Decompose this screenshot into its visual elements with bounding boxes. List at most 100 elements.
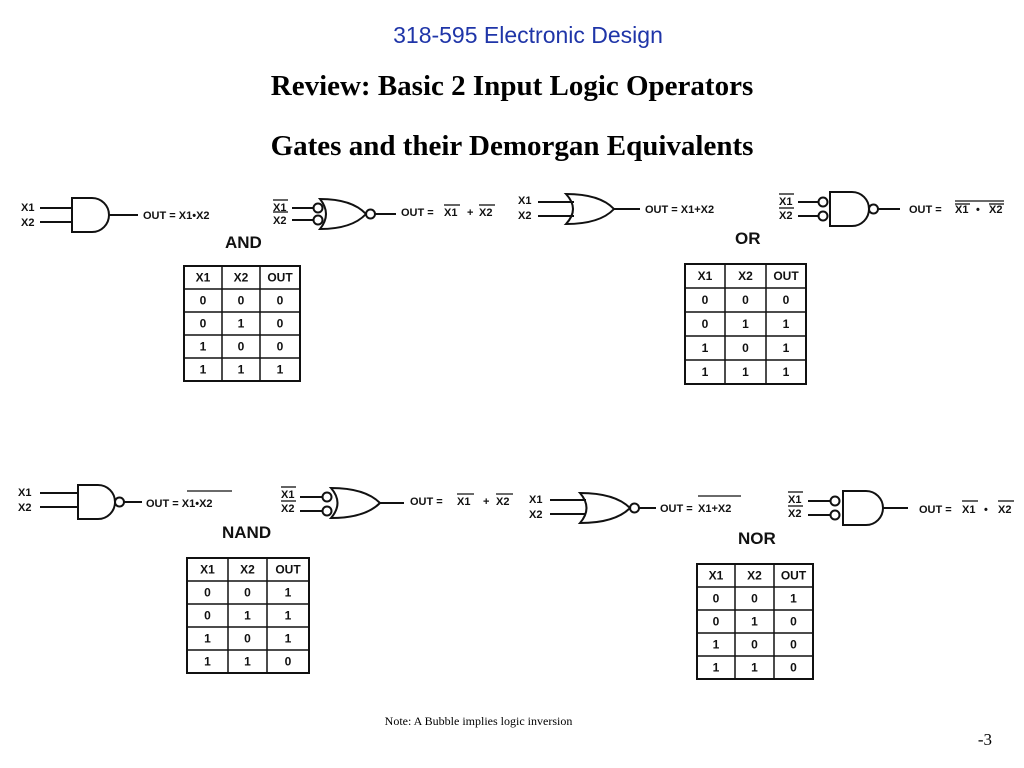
table-cell: 1 (200, 363, 207, 377)
table-cell: 0 (277, 340, 284, 354)
table-cell: 0 (742, 293, 749, 307)
nor-gate-symbol (550, 491, 656, 525)
or-equiv-expression: OUT = X1•X2 (909, 204, 1002, 216)
table-cell: 1 (702, 365, 709, 379)
table-cell: 1 (783, 365, 790, 379)
table-header-cell: X2 (738, 269, 753, 283)
nor-equiv-input-x1: X1 (788, 494, 801, 506)
table-cell: 1 (238, 317, 245, 331)
nor-equiv-input-x2: X2 (788, 508, 801, 520)
table-border (183, 265, 301, 382)
nand-equiv-expression: OUT = X1+X2 (410, 496, 509, 508)
nand-equiv-input-x2: X2 (281, 503, 294, 515)
nor-equivalent-and-gate (808, 490, 908, 526)
table-header-cell: X2 (747, 569, 762, 583)
table-cell: 1 (783, 317, 790, 331)
table-cell: 0 (285, 655, 292, 669)
table-cell: 0 (790, 615, 797, 629)
table-cell: 1 (751, 661, 758, 675)
table-cell: 1 (742, 365, 749, 379)
table-cell: 0 (238, 294, 245, 308)
table-cell: 0 (751, 638, 758, 652)
nand-gate-name: NAND (222, 523, 271, 542)
table-cell: 0 (790, 638, 797, 652)
table-cell: 1 (204, 632, 211, 646)
table-cell: 1 (713, 661, 720, 675)
table-cell: 0 (790, 661, 797, 675)
table-cell: 1 (742, 317, 749, 331)
table-cell: 1 (244, 609, 251, 623)
nand-gate-symbol (40, 484, 142, 520)
and-expression: OUT = X1•X2 (143, 210, 210, 222)
nand-panel (40, 484, 404, 520)
table-cell: 0 (751, 592, 758, 606)
page-number: -3 (977, 730, 992, 749)
nor-input-x2-label: X2 (529, 509, 542, 521)
table-cell: 0 (783, 293, 790, 307)
table-cell: 1 (751, 615, 758, 629)
nand-equiv-input-x1: X1 (281, 489, 294, 501)
nand-input-x2-label: X2 (18, 502, 31, 514)
nand-expression: OUT = X1•X2 (146, 498, 213, 510)
table-cell: 0 (702, 317, 709, 331)
slide-title: Review: Basic 2 Input Logic Operators (270, 70, 754, 102)
table-cell: 0 (713, 615, 720, 629)
or-equiv-input-x2: X2 (779, 210, 792, 222)
table-cell: 1 (200, 340, 207, 354)
and-input-x2-label: X2 (21, 217, 34, 229)
table-cell: 0 (200, 317, 207, 331)
table-cell: 0 (204, 609, 211, 623)
table-border (696, 563, 814, 680)
nor-expression: OUT = X1+X2 (660, 503, 731, 515)
table-header-cell: OUT (781, 569, 807, 583)
nor-equiv-expression: OUT = X1•X2 (919, 504, 1011, 516)
course-title: 318-595 Electronic Design (393, 22, 663, 48)
table-cell: 1 (285, 632, 292, 646)
table-border (684, 263, 807, 385)
table-header-cell: OUT (773, 269, 799, 283)
or-input-x1-label: X1 (518, 195, 531, 207)
table-cell: 1 (285, 609, 292, 623)
and-panel (40, 197, 396, 233)
table-cell: 0 (200, 294, 207, 308)
table-header-cell: OUT (267, 271, 293, 285)
table-cell: 0 (244, 632, 251, 646)
nor-gate-name: NOR (738, 529, 776, 548)
table-header-cell: X1 (698, 269, 713, 283)
and-gate-name: AND (225, 233, 262, 252)
table-cell: 0 (702, 293, 709, 307)
slide-subtitle: Gates and their Demorgan Equivalents (270, 130, 754, 162)
negation-overbars (187, 193, 1014, 507)
or-panel (538, 191, 900, 227)
nand-equivalent-or-gate (300, 486, 404, 520)
table-cell: 1 (702, 341, 709, 355)
table-cell: 0 (277, 317, 284, 331)
and-equivalent-or-gate (292, 197, 396, 231)
table-header-cell: X2 (234, 271, 249, 285)
table-cell: 1 (238, 363, 245, 377)
or-gate-symbol (538, 192, 640, 226)
nor-input-x1-label: X1 (529, 494, 542, 506)
and-equiv-input-x1: X1 (273, 202, 286, 214)
table-cell: 1 (790, 592, 797, 606)
nor-panel (550, 490, 908, 526)
or-equivalent-and-gate (798, 191, 900, 227)
table-cell: 0 (204, 586, 211, 600)
nand-input-x1-label: X1 (18, 487, 31, 499)
table-cell: 1 (204, 655, 211, 669)
table-cell: 0 (277, 294, 284, 308)
table-cell: 0 (713, 592, 720, 606)
and-input-x1-label: X1 (21, 202, 34, 214)
table-cell: 0 (244, 586, 251, 600)
table-header-cell: X1 (200, 563, 215, 577)
and-equiv-input-x2: X2 (273, 215, 286, 227)
table-header-cell: X1 (196, 271, 211, 285)
or-input-x2-label: X2 (518, 210, 531, 222)
table-cell: 1 (277, 363, 284, 377)
